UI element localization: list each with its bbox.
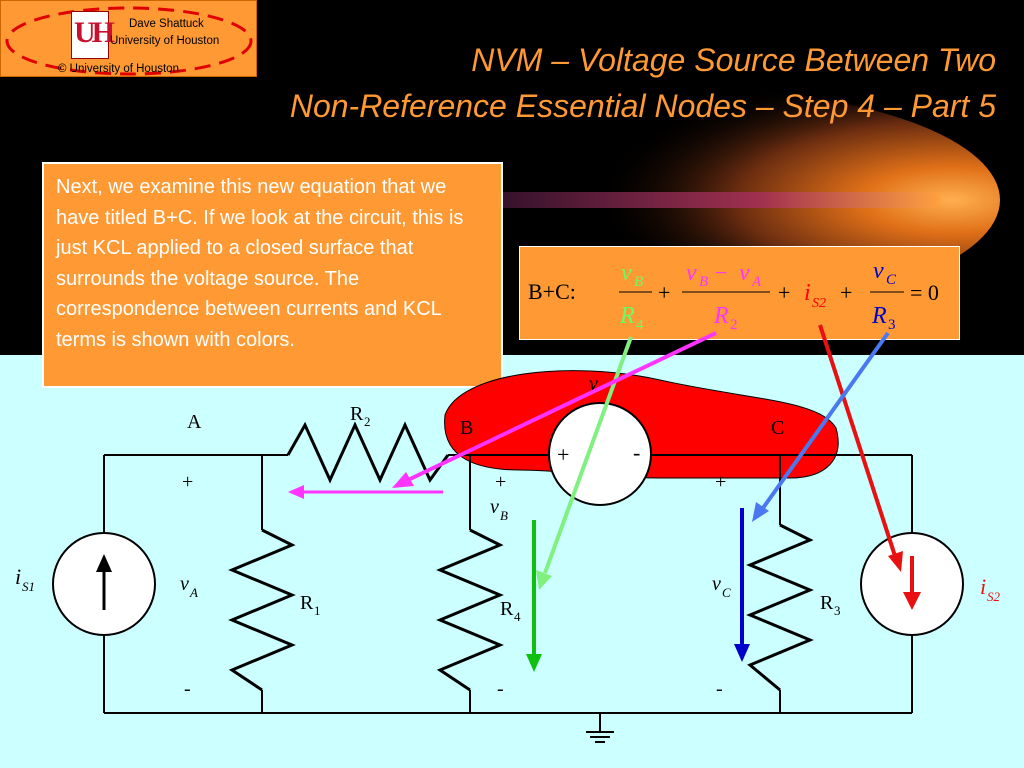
r3-label-sub: 3 bbox=[834, 603, 841, 618]
vc-plus: + bbox=[715, 471, 726, 493]
eq-t4-num: v bbox=[873, 258, 884, 284]
vs-minus: - bbox=[633, 440, 640, 465]
university-logo: UH bbox=[71, 11, 115, 59]
eq-t4-den-sub: 3 bbox=[888, 317, 896, 333]
is2-label: i bbox=[980, 574, 986, 599]
logo-university: University of Houston bbox=[110, 35, 220, 47]
is1-label-sub: S1 bbox=[22, 579, 35, 594]
eq-plus-3: + bbox=[840, 280, 852, 305]
resistor-r4 bbox=[436, 528, 504, 692]
node-c-label: C bbox=[771, 417, 784, 439]
eq-t4-den: R bbox=[871, 303, 887, 329]
logo-oval-decoration bbox=[5, 6, 253, 76]
resistor-r1 bbox=[228, 528, 296, 692]
is1-label: i bbox=[15, 564, 21, 589]
logo-copyright: © University of Houston bbox=[58, 63, 179, 75]
logo-author: Dave Shattuck bbox=[129, 18, 204, 30]
logo-mark-text: UH bbox=[74, 16, 115, 49]
correspondence-arrow-r3 bbox=[761, 331, 890, 510]
slide-title-line2: Non-Reference Essential Nodes – Step 4 –… bbox=[289, 88, 996, 124]
equation-box: B+C: v B R 4 + v B − v A R 2 + i S2 + v … bbox=[519, 246, 960, 340]
current-source-is1 bbox=[52, 532, 156, 636]
is2-arrow-head bbox=[903, 592, 921, 610]
eq-t2-num-sub1: B bbox=[699, 274, 708, 290]
slide-title-line1: NVM – Voltage Source Between Two bbox=[471, 42, 996, 78]
eq-t1-den-sub: 4 bbox=[636, 317, 644, 333]
voltage-source bbox=[548, 402, 652, 506]
current-source-is2 bbox=[860, 532, 964, 636]
ground-symbol bbox=[586, 713, 614, 743]
correspondence-arrow-r4-head bbox=[536, 570, 552, 590]
correspondence-arrow-r2-head bbox=[392, 472, 414, 488]
vb-minus: - bbox=[497, 678, 504, 700]
r3-label: R bbox=[820, 592, 834, 614]
r1-label-sub: 1 bbox=[314, 603, 321, 618]
eq-t2-den: R bbox=[713, 303, 729, 329]
r1-label: R bbox=[300, 592, 314, 614]
vb-label-sub: B bbox=[500, 508, 508, 523]
eq-t3-sub: S2 bbox=[812, 296, 826, 311]
equation-label: B+C: bbox=[528, 279, 576, 304]
r4-label: R bbox=[500, 598, 514, 620]
va-minus: - bbox=[184, 678, 191, 700]
vb-plus: + bbox=[495, 471, 506, 493]
resistor-r2 bbox=[286, 421, 450, 484]
eq-t1-num-sub: B bbox=[634, 274, 643, 290]
correspondence-arrow-r4 bbox=[543, 336, 633, 574]
closed-surface bbox=[444, 370, 839, 479]
r2-current-arrow-head bbox=[288, 485, 304, 499]
vs-plus: + bbox=[557, 442, 569, 467]
va-label-sub: A bbox=[189, 585, 198, 600]
correspondence-arrow-is2 bbox=[818, 324, 897, 557]
equation: B+C: v B R 4 + v B − v A R 2 + i S2 + v … bbox=[528, 258, 939, 333]
eq-equals-zero: = 0 bbox=[910, 280, 939, 305]
explanation-box: Next, we examine this new equation that … bbox=[42, 162, 503, 388]
eq-t2-num-v2: v bbox=[739, 260, 750, 286]
node-a-label: A bbox=[187, 411, 202, 433]
va-label: v bbox=[180, 573, 189, 595]
correspondence-arrow-r3-head bbox=[752, 502, 769, 522]
vc-label: v bbox=[712, 573, 721, 595]
eq-t2-den-sub: 2 bbox=[730, 317, 738, 333]
logo-box: UH Dave Shattuck University of Houston ©… bbox=[0, 0, 257, 77]
r2-label-sub: 2 bbox=[364, 414, 371, 429]
circuit-wires bbox=[103, 454, 913, 714]
is2-label-sub: S2 bbox=[987, 589, 1001, 604]
r4-label-sub: 4 bbox=[514, 609, 521, 624]
r4-current-arrow-head bbox=[526, 654, 542, 672]
eq-plus-2: + bbox=[778, 280, 790, 305]
is1-arrow-head bbox=[96, 554, 112, 572]
eq-t1-num: v bbox=[621, 260, 632, 286]
r3-current-arrow-head bbox=[734, 644, 750, 662]
vb-label: v bbox=[490, 496, 499, 518]
eq-t3-i: i bbox=[804, 280, 811, 306]
correspondence-arrow-is2-head bbox=[888, 551, 903, 572]
eq-t2-num-v1: v bbox=[686, 260, 697, 286]
node-b-label: B bbox=[460, 417, 473, 439]
vc-minus: - bbox=[716, 678, 723, 700]
eq-t2-minus: − bbox=[715, 260, 727, 285]
eq-plus-1: + bbox=[658, 280, 670, 305]
resistor-r3 bbox=[746, 523, 814, 692]
vs-partial-label: v bbox=[589, 373, 598, 395]
eq-t1-den: R bbox=[619, 303, 635, 329]
r2-label: R bbox=[350, 403, 364, 425]
va-plus: + bbox=[182, 471, 193, 493]
eq-t2-num-sub2: A bbox=[751, 274, 762, 290]
eq-t4-num-sub: C bbox=[886, 272, 897, 288]
vc-label-sub: C bbox=[722, 585, 731, 600]
